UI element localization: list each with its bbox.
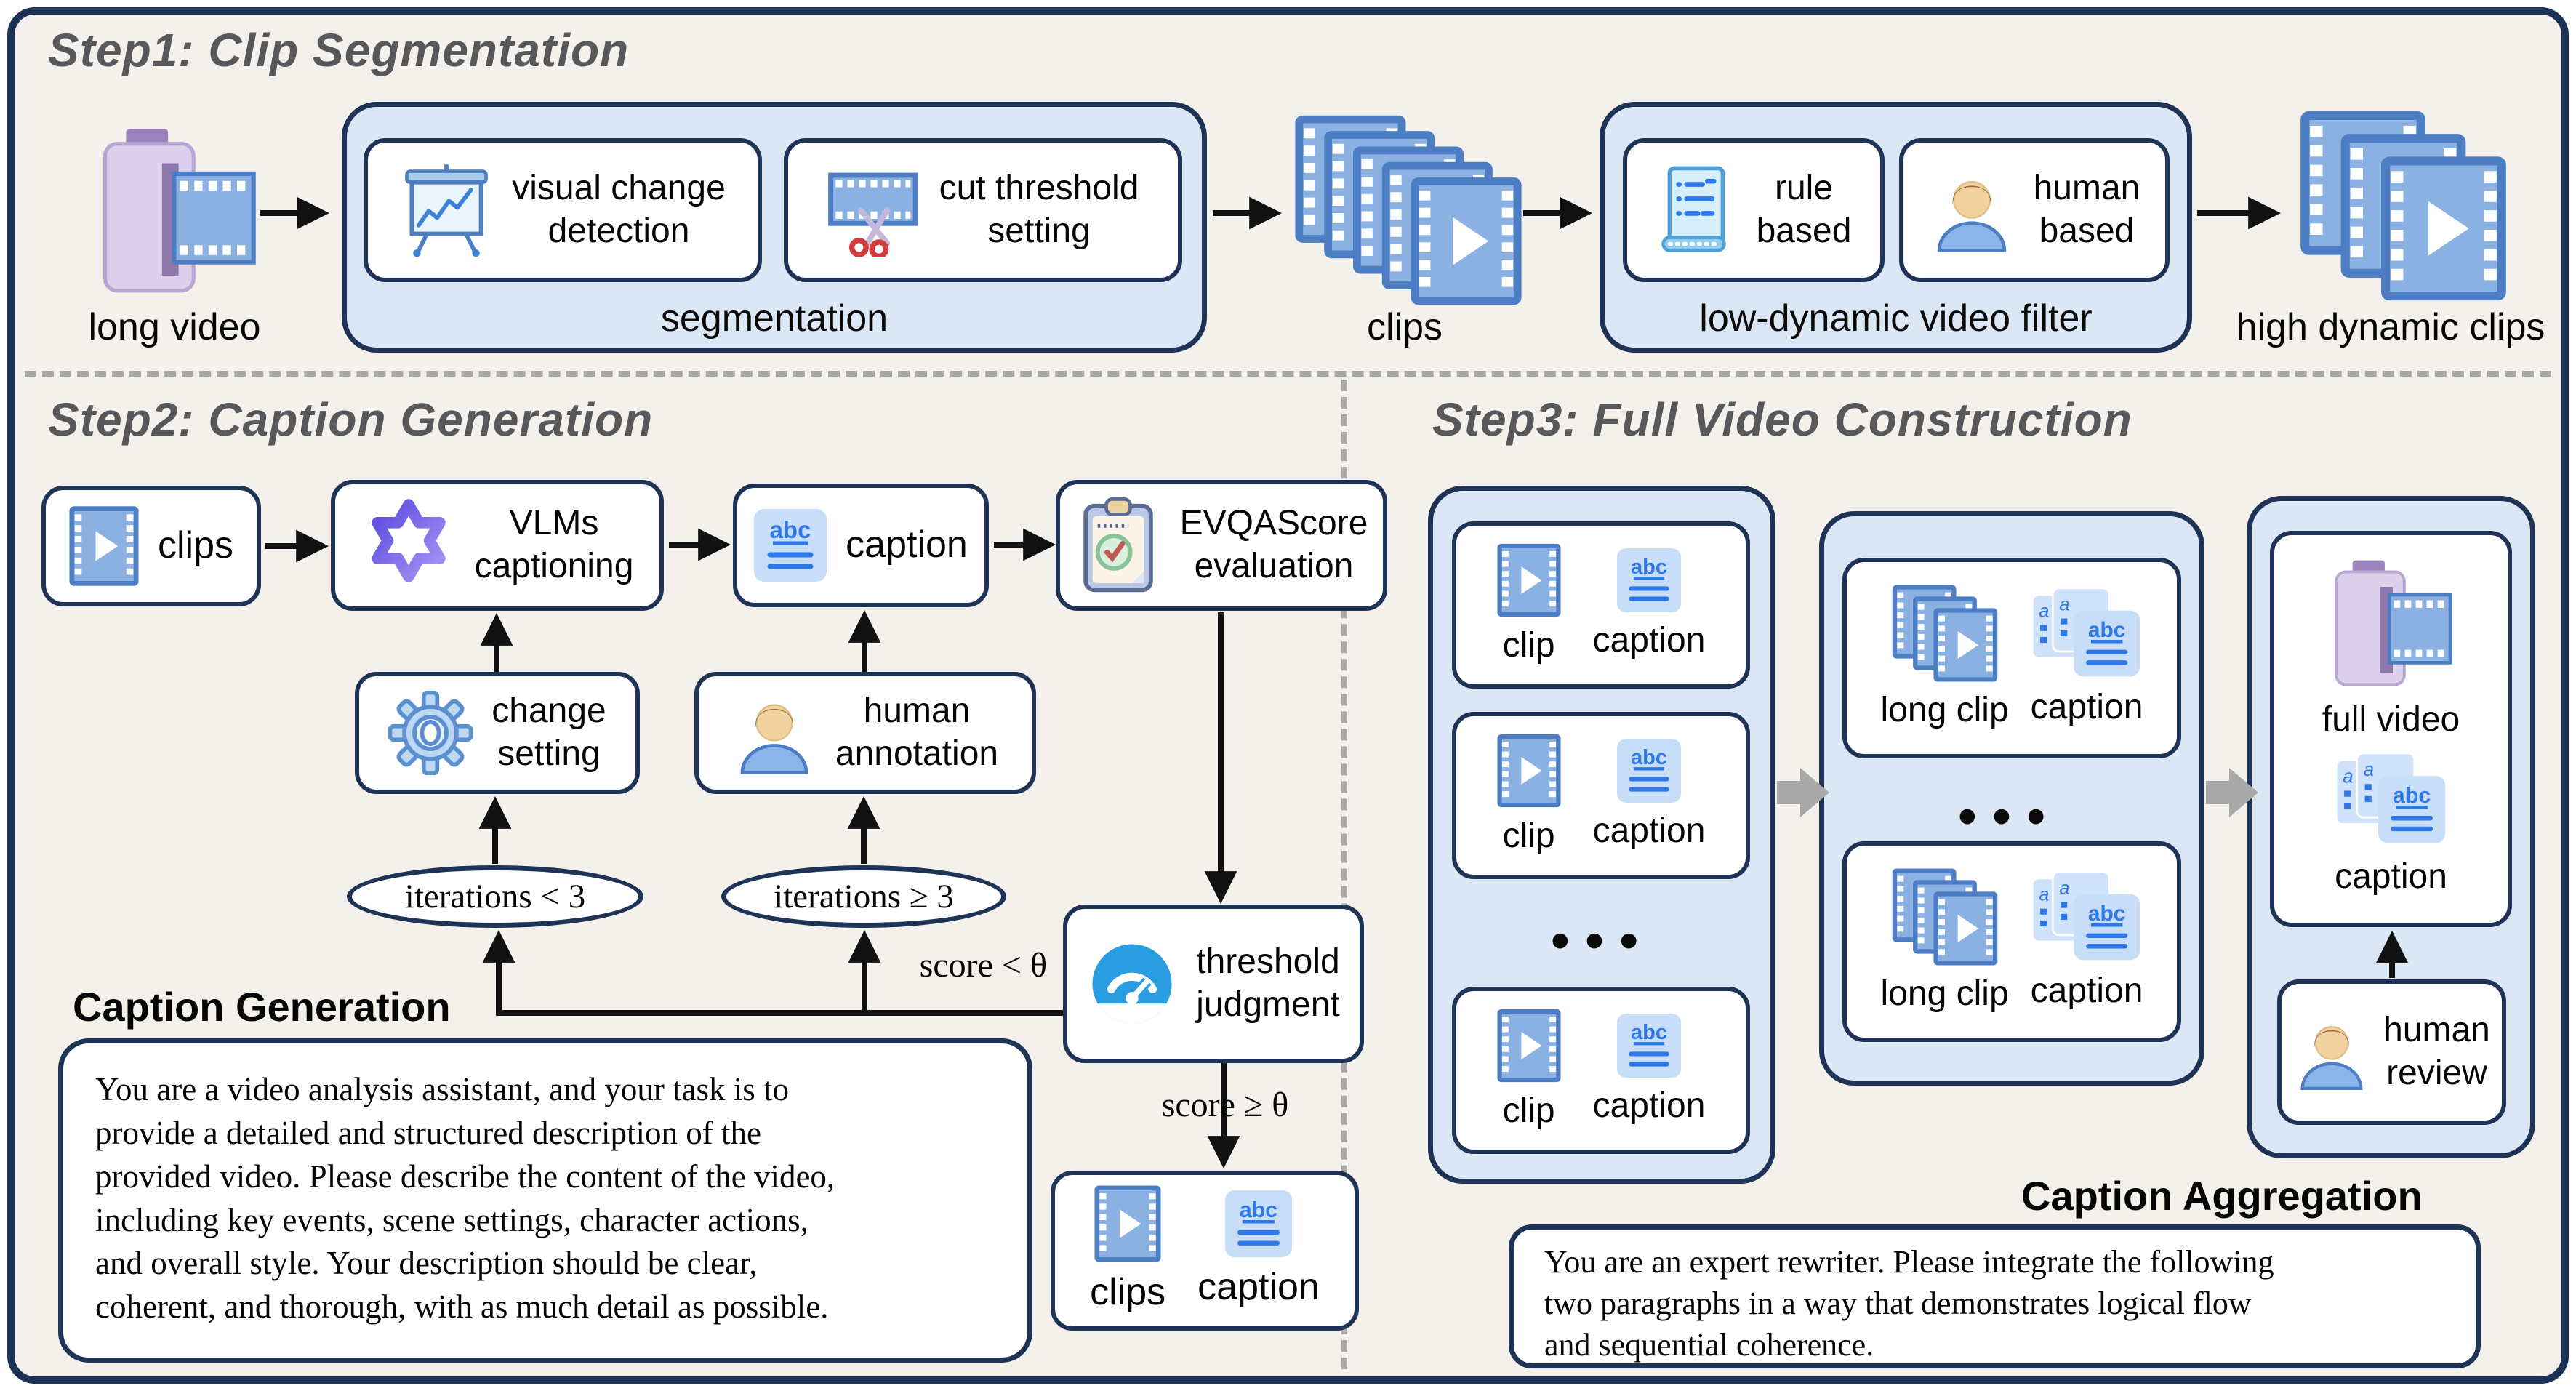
human-review-box: human review — [2277, 979, 2506, 1125]
vlm-logo-icon — [361, 498, 456, 593]
long-video-icon — [96, 127, 257, 296]
rule-based-box: rule based — [1623, 138, 1885, 282]
film-play-icon — [1497, 734, 1561, 808]
threshold-judgment-label: threshold judgment — [1196, 942, 1340, 1024]
iterations-ge-label: iterations ≥ 3 — [774, 878, 954, 915]
film-play-icon — [69, 505, 139, 587]
abc-caption-icon — [754, 509, 827, 582]
long-clip-label: long clip — [1880, 974, 2009, 1013]
change-setting-box: change setting — [355, 672, 640, 794]
caption-aggregation-prompt: You are an expert rewriter. Please integ… — [1509, 1224, 2481, 1368]
chart-board-icon — [400, 163, 493, 257]
high-dynamic-clips-stack-icon — [2296, 111, 2511, 301]
gear-icon — [388, 691, 473, 775]
caption-label: caption — [2030, 971, 2143, 1011]
person-icon — [2293, 1014, 2370, 1091]
low-dynamic-filter-label: low-dynamic video filter — [1699, 297, 2093, 340]
output-caption-column: caption — [1197, 1190, 1320, 1310]
left-ellipsis-dots: ••• — [1551, 912, 1654, 970]
clips-caption-output-box: clips caption — [1051, 1171, 1359, 1331]
caption-label: caption — [1592, 811, 1706, 850]
cut-threshold-setting-box: cut threshold setting — [784, 138, 1182, 282]
iterations-ge-ellipse: iterations ≥ 3 — [721, 865, 1006, 928]
step1-title: Step1: Clip Segmentation — [48, 24, 630, 76]
output-clips-column: clips — [1090, 1185, 1165, 1315]
clips-stack-label: clips — [1366, 306, 1443, 348]
horizontal-divider — [25, 371, 2551, 377]
film-stack-icon — [1890, 585, 1999, 682]
vertical-divider — [1341, 380, 1347, 1369]
abc-caption-icon — [1617, 548, 1681, 612]
caption-stack-icon — [2032, 587, 2141, 679]
person-icon — [732, 691, 816, 775]
clip-label: clip — [1502, 625, 1555, 665]
caption-label: caption — [1592, 620, 1706, 660]
output-clips-label: clips — [1090, 1271, 1166, 1314]
caption-generation-prompt: You are a video analysis assistant, and … — [58, 1038, 1032, 1363]
visual-change-detection-box: visual change detection — [364, 138, 762, 282]
person-icon — [1929, 167, 2015, 253]
evqascore-evaluation-label: EVQAScore evaluation — [1179, 504, 1368, 585]
output-caption-label: caption — [1197, 1266, 1320, 1309]
vlms-captioning-label: VLMs captioning — [474, 504, 634, 585]
film-play-icon — [1094, 1185, 1161, 1262]
gauge-icon — [1087, 939, 1177, 1029]
clip-label: clip — [1502, 816, 1555, 855]
high-dynamic-clips-label: high dynamic clips — [2236, 306, 2545, 348]
iterations-lt-label: iterations < 3 — [404, 878, 586, 915]
caption-generation-heading: Caption Generation — [73, 984, 451, 1030]
clip-caption-box-1: clip caption — [1452, 521, 1750, 689]
vlms-captioning-box: VLMs captioning — [331, 480, 664, 611]
human-based-label: human based — [2033, 169, 2140, 250]
middle-ellipsis-dots: ••• — [1958, 787, 2061, 846]
full-video-reel-icon — [2330, 559, 2453, 689]
threshold-judgment-box: threshold judgment — [1063, 905, 1364, 1063]
human-annotation-label: human annotation — [835, 692, 999, 773]
evqascore-evaluation-box: EVQAScore evaluation — [1056, 480, 1387, 611]
cut-threshold-setting-label: cut threshold setting — [939, 169, 1139, 250]
film-stack-icon — [1890, 868, 1999, 966]
film-play-icon — [1497, 543, 1561, 617]
clips-label: clips — [157, 524, 234, 567]
human-based-box: human based — [1899, 138, 2170, 282]
visual-change-detection-label: visual change detection — [512, 169, 726, 250]
human-review-label: human review — [2383, 1011, 2490, 1092]
abc-caption-icon — [1617, 739, 1681, 803]
long-clip-label: long clip — [1880, 690, 2009, 729]
segmentation-label: segmentation — [660, 297, 888, 340]
clips-stack-icon — [1288, 115, 1528, 305]
abc-caption-icon — [1617, 1014, 1681, 1078]
clip-caption-box-3: clip caption — [1452, 987, 1750, 1154]
full-caption-label: caption — [2335, 857, 2447, 896]
caption-stack-icon — [2032, 870, 2141, 963]
clip-label: clip — [1502, 1091, 1555, 1130]
caption-label: caption — [2030, 688, 2143, 727]
full-video-label: full video — [2322, 700, 2460, 739]
clips-box: clips — [41, 486, 261, 606]
human-annotation-box: human annotation — [694, 672, 1036, 794]
rule-list-icon — [1656, 165, 1738, 255]
score-lt-theta-label: score < θ — [919, 946, 1047, 985]
long-clip-caption-box-1: long clip caption — [1842, 558, 2181, 758]
full-video-caption-box: full video caption — [2270, 531, 2512, 927]
film-scissors-icon — [827, 164, 920, 257]
iterations-lt-ellipse: iterations < 3 — [347, 865, 643, 928]
caption-box: caption — [733, 484, 989, 607]
caption-aggregation-heading: Caption Aggregation — [2021, 1173, 2423, 1219]
rule-based-label: rule based — [1756, 169, 1852, 250]
long-video-label: long video — [88, 306, 261, 348]
change-setting-label: change setting — [491, 692, 606, 773]
caption-stack-icon — [2336, 752, 2447, 846]
score-ge-theta-label: score ≥ θ — [1161, 1086, 1289, 1124]
abc-caption-icon — [1225, 1190, 1292, 1257]
caption-label: caption — [846, 524, 968, 566]
step3-title: Step3: Full Video Construction — [1432, 393, 2132, 446]
long-clip-caption-box-2: long clip caption — [1842, 841, 2181, 1042]
film-play-icon — [1497, 1009, 1561, 1083]
clip-caption-box-2: clip caption — [1452, 712, 1750, 879]
clipboard-check-icon — [1075, 497, 1161, 593]
step2-title: Step2: Caption Generation — [48, 393, 654, 446]
caption-label: caption — [1592, 1086, 1706, 1125]
